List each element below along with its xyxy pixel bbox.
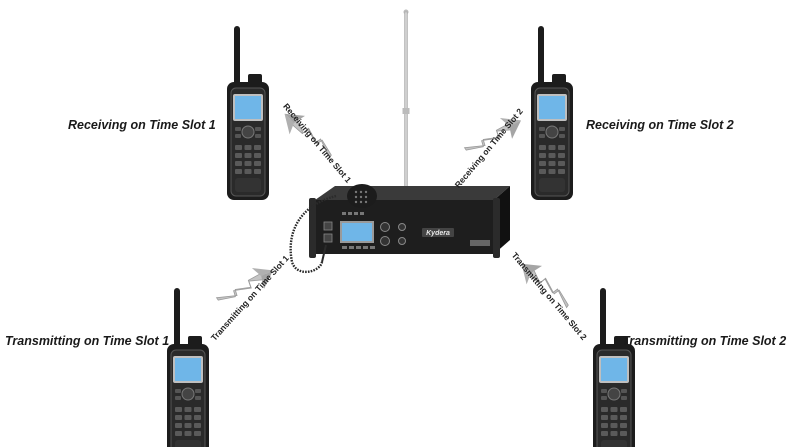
repeater-brand-label: Kydera	[426, 230, 450, 237]
caption-transmitting-slot-1: Transmitting on Time Slot 1	[5, 334, 170, 348]
caption-transmitting-slot-2: Transmitting on Time Slot 2	[622, 334, 787, 348]
microphone-icon	[289, 184, 377, 273]
handheld-radio-icon	[530, 25, 574, 201]
handheld-radio-icon	[226, 25, 270, 201]
handheld-radio-icon	[166, 287, 210, 447]
antenna-icon	[402, 9, 410, 189]
repeater-icon: Kydera	[309, 186, 510, 258]
caption-receiving-slot-2: Receiving on Time Slot 2	[586, 118, 734, 132]
handheld-radio-icon	[592, 287, 636, 447]
signal-label-receiving-slot-1: Receiving on Time Slot 1	[281, 101, 353, 185]
caption-receiving-slot-1: Receiving on Time Slot 1	[68, 118, 216, 132]
signal-label-transmitting-slot-2: Transmitting on Time Slot 2	[510, 250, 589, 342]
signal-label-receiving-slot-2: Receiving on Time Slot 2	[453, 106, 525, 190]
